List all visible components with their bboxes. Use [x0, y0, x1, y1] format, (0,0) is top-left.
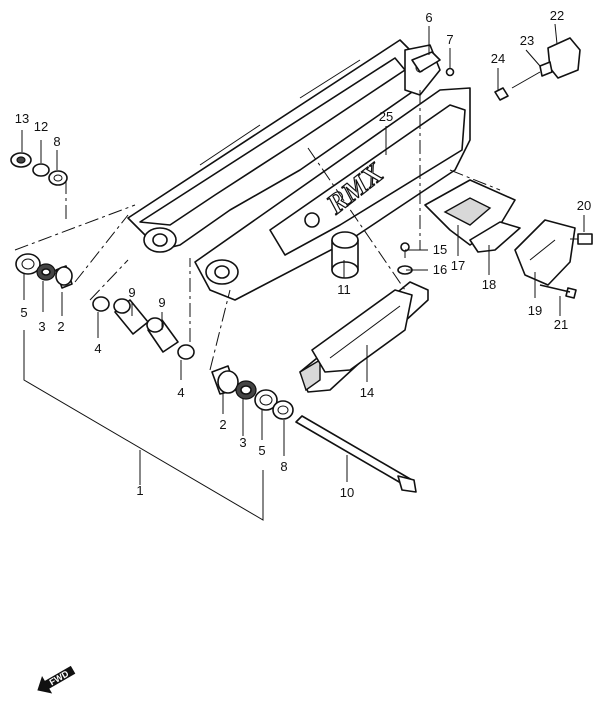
callout-23: 23 — [520, 33, 534, 48]
callout-12: 12 — [34, 119, 48, 134]
leader-lines — [21, 23, 585, 521]
part-13-nut — [10, 152, 32, 168]
callout-2-left: 2 — [57, 319, 64, 334]
part-11-cap — [331, 231, 359, 279]
callout-labels: 1 2 2 3 3 4 4 5 5 6 7 8 8 9 9 10 11 12 1… — [15, 8, 591, 500]
part-10-pivot-shaft — [295, 415, 417, 493]
callout-21: 21 — [554, 317, 568, 332]
callout-24: 24 — [491, 51, 505, 66]
part-19-bracket — [514, 219, 576, 286]
part-2-collar-left — [55, 265, 73, 289]
callout-20: 20 — [577, 198, 591, 213]
callout-17: 17 — [451, 258, 465, 273]
callout-25: 25 — [379, 109, 393, 124]
part-3-bearing-left — [36, 263, 56, 281]
part-20-bolt — [570, 233, 593, 245]
callout-2-right: 2 — [219, 417, 226, 432]
part-18-plate — [469, 221, 521, 253]
part-24-nut — [494, 87, 509, 101]
part-2-collar-right — [211, 365, 239, 395]
part-6-adjuster — [411, 51, 441, 73]
callout-8-right: 8 — [280, 459, 287, 474]
callout-1: 1 — [136, 483, 143, 498]
callout-5-left: 5 — [20, 305, 27, 320]
callout-4-right: 4 — [177, 385, 184, 400]
part-8-washer-left — [48, 170, 68, 186]
fwd-arrow-icon: FWD — [37, 665, 76, 694]
callout-19: 19 — [528, 303, 542, 318]
part-12-washer — [32, 163, 50, 177]
swingarm: RMX — [127, 39, 471, 301]
part-15-screw — [400, 242, 410, 258]
callout-6: 6 — [425, 10, 432, 25]
callout-16: 16 — [433, 262, 447, 277]
center-lines — [14, 90, 501, 371]
part-21-bolt — [539, 284, 577, 299]
callout-3-left: 3 — [38, 319, 45, 334]
callout-5-right: 5 — [258, 443, 265, 458]
callout-14: 14 — [360, 385, 374, 400]
part-9-collar-a — [113, 298, 149, 335]
part-8-washer-right — [272, 400, 294, 420]
callout-9-b: 9 — [158, 295, 165, 310]
part-23-adjuster-bolt — [511, 61, 553, 89]
callout-4-left: 4 — [94, 341, 101, 356]
part-9-collar-b — [146, 317, 179, 353]
part-5-seal-left — [15, 253, 41, 275]
part-4-washer-right — [177, 344, 195, 360]
part-7-screw — [445, 67, 455, 77]
callout-9-a: 9 — [128, 285, 135, 300]
callout-3-right: 3 — [239, 435, 246, 450]
callout-18: 18 — [482, 277, 496, 292]
part-5-seal-right — [254, 389, 278, 411]
part-4-washer-left — [92, 296, 110, 312]
callout-7: 7 — [446, 32, 453, 47]
callout-13: 13 — [15, 111, 29, 126]
part-14-chain-slider — [299, 281, 429, 393]
callout-15: 15 — [433, 242, 447, 257]
callout-11: 11 — [337, 282, 351, 297]
callout-10: 10 — [340, 485, 354, 500]
callout-8-left: 8 — [53, 134, 60, 149]
part-3-bearing-right — [235, 380, 257, 400]
callout-22: 22 — [550, 8, 564, 23]
